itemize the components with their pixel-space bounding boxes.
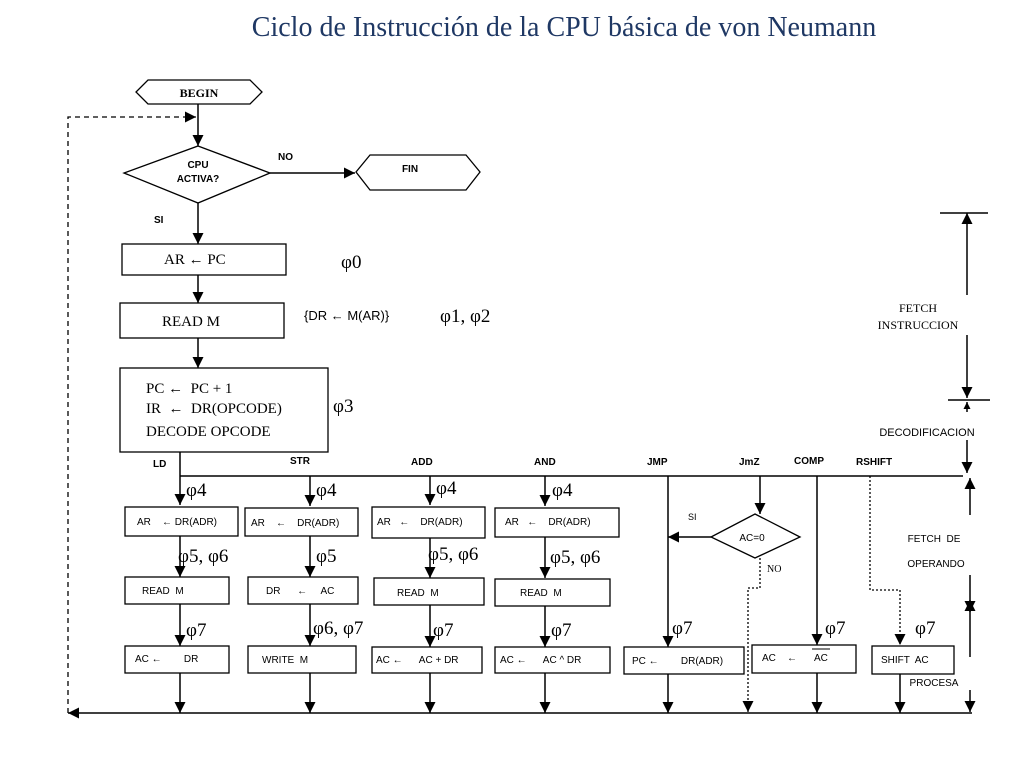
add-ar-box (371, 506, 486, 539)
branch-ld-label: LD (153, 459, 166, 470)
add-read-box (373, 577, 485, 606)
comp-ac-box (751, 644, 857, 674)
read-m-box (119, 302, 285, 339)
str-phi4-label: φ4 (316, 480, 337, 501)
add-ar-label: AR ← DR(ADR) (377, 517, 463, 528)
rshift-shift-label: SHIFT AC (881, 655, 929, 666)
rshift-box (871, 645, 955, 675)
jmz-no-label: NO (767, 564, 781, 575)
fetch-operando-label-line1: FETCH DE (908, 534, 961, 545)
comp-ac-label: AC ← (762, 653, 797, 664)
branch-rshift-label: RSHIFT (856, 457, 892, 468)
jmp-pc-label: PC ← DR(ADR) (632, 656, 723, 667)
decision-label-line1: CPU (187, 160, 208, 171)
and-ac-label: AC ← AC ^ DR (500, 655, 581, 666)
ld-read-label: READ M (142, 586, 184, 597)
ld-ac-label: AC ← DR (135, 654, 198, 665)
phi12-label: φ1, φ2 (440, 306, 490, 327)
branch-jmp-label: JMP (647, 457, 668, 468)
dr-m-label: {DR ← M(AR)} (304, 308, 390, 323)
str-dr-box (247, 576, 359, 605)
branch-str-label: STR (290, 456, 311, 467)
add-ac-box (371, 646, 483, 674)
ld-phi56-label: φ5, φ6 (178, 546, 228, 567)
jmp-phi7-label: φ7 (672, 618, 692, 639)
branch-add-label: ADD (411, 457, 433, 468)
and-read-box (494, 578, 611, 607)
str-ar-box (244, 507, 359, 537)
ld-phi4-label: φ4 (186, 480, 207, 501)
decodificacion-label: DECODIFICACION (879, 427, 974, 439)
begin-terminal (135, 79, 263, 105)
decode-opcode-label: DECODE OPCODE (146, 424, 271, 440)
ir-opcode-label: IR ← DR(OPCODE) (146, 401, 282, 417)
and-phi56-label: φ5, φ6 (550, 547, 600, 568)
page-title: Ciclo de Instrucción de la CPU básica de… (251, 12, 877, 43)
pc-inc-label: PC ← PC + 1 (146, 381, 232, 397)
jmz-si-label: SI (688, 512, 697, 522)
ar-pc-label: AR ← PC (164, 252, 226, 268)
add-read-label: READ M (397, 588, 439, 599)
edge-jmz-no (742, 558, 761, 712)
ld-ac-box (124, 645, 230, 674)
branch-jmz-label: JmZ (739, 457, 760, 468)
str-write-box (247, 645, 357, 674)
fin-terminal (355, 154, 481, 191)
cpu-active-decision (122, 145, 272, 204)
ld-ar-label: AR ← DR(ADR) (137, 517, 217, 528)
comp-phi7-label: φ7 (825, 618, 845, 639)
si-label: SI (154, 215, 164, 226)
branch-and-label: AND (534, 457, 556, 468)
str-dr-label: DR ← AC (266, 586, 334, 597)
jmz-cond-label: AC=0 (739, 533, 765, 544)
no-label: NO (278, 152, 293, 163)
branch-comp-label: COMP (794, 456, 824, 467)
add-phi7-label: φ7 (433, 620, 453, 641)
fin-label: FIN (402, 164, 418, 175)
and-phi7-label: φ7 (551, 620, 571, 641)
procesa-label: PROCESA (910, 678, 959, 689)
read-m-label: READ M (162, 314, 220, 330)
add-ac-label: AC ← AC + DR (376, 655, 459, 666)
and-ar-label: AR ← DR(ADR) (505, 517, 591, 528)
fetch-operando-label-line2: OPERANDO (907, 559, 964, 570)
and-phi4-label: φ4 (552, 480, 573, 501)
add-phi4-label: φ4 (436, 478, 457, 499)
str-phi67-label: φ6, φ7 (313, 618, 363, 639)
loop-back-edge (67, 111, 196, 713)
ar-pc-box (121, 243, 287, 276)
phi0-label: φ0 (341, 252, 361, 273)
begin-label: BEGIN (180, 86, 219, 100)
ld-phi7-label: φ7 (186, 620, 206, 641)
phi3-label: φ3 (333, 396, 353, 417)
str-ar-label: AR ← DR(ADR) (251, 518, 339, 529)
decode-box (119, 367, 329, 453)
and-ar-box (494, 507, 620, 538)
decision-label-line2: ACTIVA? (177, 174, 220, 185)
rshift-phi7-label: φ7 (915, 618, 935, 639)
and-ac-box (494, 646, 611, 674)
fetch-instr-label-line1: FETCH (899, 301, 937, 315)
ld-read-box (124, 576, 230, 605)
ld-ar-box (124, 506, 239, 537)
jmz-decision (709, 513, 802, 559)
jmp-pc-box (623, 646, 745, 675)
comp-ac-bar-label: AC (814, 653, 828, 664)
fetch-instr-label-line2: INSTRUCCION (878, 318, 959, 332)
str-phi5-label: φ5 (316, 546, 336, 567)
edge-rshift-1 (869, 476, 906, 645)
add-phi56-label: φ5, φ6 (428, 544, 478, 565)
and-read-label: READ M (520, 588, 562, 599)
str-write-label: WRITE M (262, 655, 308, 666)
